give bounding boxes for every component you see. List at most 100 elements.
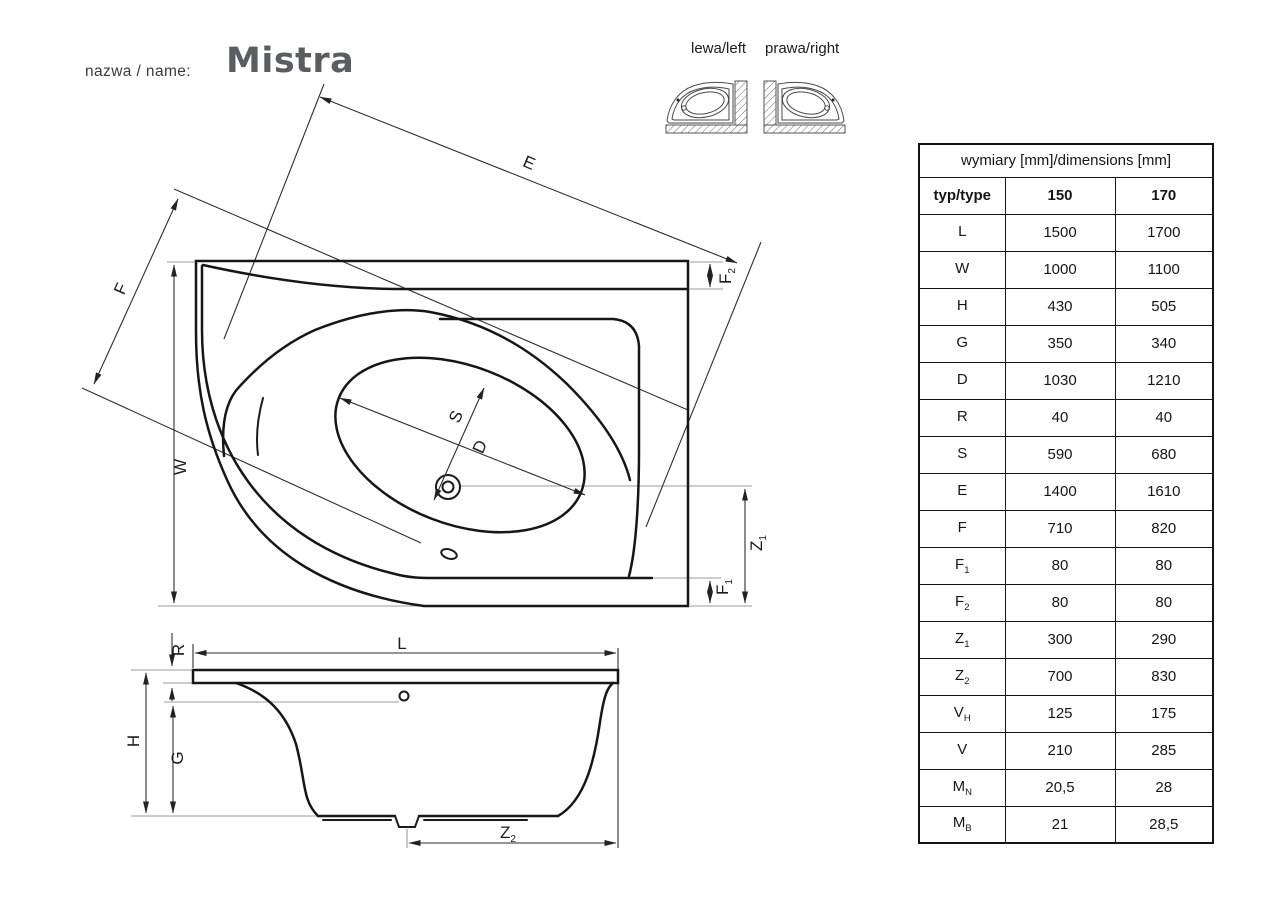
dim-G-label: G [168,751,187,764]
value-170-cell: 175 [1114,694,1214,733]
value-150-cell: 20,5 [1004,768,1116,807]
value-150-cell: 210 [1004,731,1116,770]
overflow-hole-side [398,690,410,702]
drain-recess [394,815,420,828]
value-170-cell: 28,5 [1114,805,1214,844]
wall-hatch [734,80,748,126]
param-cell: L [918,213,1006,252]
param-cell: MN [918,768,1006,807]
rim-profile [191,668,620,685]
param-cell: E [918,472,1006,511]
param-cell: V [918,731,1006,770]
tub-outline-top-view [194,259,690,608]
value-150-cell: 80 [1004,546,1116,585]
value-150-cell: 710 [1004,509,1116,548]
dim-F1-label: F1 [713,579,735,595]
extension-lines-gray [158,261,752,607]
value-170-cell: 40 [1114,398,1214,437]
param-cell: R [918,398,1006,437]
orientation-left-label: lewa/left [691,40,747,57]
value-170-cell: 340 [1114,324,1214,363]
value-150-cell: 590 [1004,435,1116,474]
floor-hatch [665,124,748,134]
param-cell: MB [918,805,1006,844]
value-150-cell: 1000 [1004,250,1116,289]
extension-lines-oblique [81,83,762,544]
table-title: wymiary [mm]/dimensions [mm] [918,143,1214,178]
icon-tub-rim [671,86,730,121]
product-name: Mistra [226,41,355,81]
value-170-cell: 285 [1114,731,1214,770]
value-170-cell: 820 [1114,509,1214,548]
param-cell: S [918,435,1006,474]
param-cell: G [918,324,1006,363]
value-170-cell: 28 [1114,768,1214,807]
overflow-hole [440,548,458,560]
floor-hatch [763,124,846,134]
column-header-type: typ/type [918,176,1006,215]
dim-F-line [93,198,179,385]
wall-hatch [763,80,777,126]
icon-drain [824,105,830,111]
value-150-cell: 40 [1004,398,1116,437]
extension-lines-gray [131,669,408,848]
value-170-cell: 80 [1114,583,1214,622]
value-150-cell: 1500 [1004,213,1116,252]
dim-F-label: F [110,280,132,297]
value-170-cell: 1700 [1114,213,1214,252]
param-cell: F2 [918,583,1006,622]
name-label: nazwa / name: [85,63,192,80]
value-170-cell: 1100 [1114,250,1214,289]
dim-D-label: D [469,437,491,456]
seat-contour [438,317,641,578]
dim-R-label: R [169,644,188,656]
param-cell: F1 [918,546,1006,585]
icon-tub-rim [781,86,840,121]
param-cell: VH [918,694,1006,733]
bowl-contour [221,308,632,482]
value-170-cell: 680 [1114,435,1214,474]
icon-jet-dot [676,98,680,102]
table-header-row: typ/type 150 170 [918,176,1214,215]
wall-profile-right [556,681,615,818]
dim-D-line [339,397,586,496]
dim-E-line [319,96,738,264]
dim-Z2-label: Z2 [500,823,516,845]
icon-drain [681,105,687,111]
tub-rim-inner-front [200,264,654,580]
value-150-cell: 125 [1004,694,1116,733]
column-header-170: 170 [1114,176,1214,215]
icon-tub-outline [777,81,845,124]
value-150-cell: 1030 [1004,361,1116,400]
extension-lines [192,644,619,848]
icon-basin-inner [685,91,725,115]
dim-S-label: S [445,408,467,426]
param-cell: H [918,287,1006,326]
dim-L-label: L [397,634,406,653]
param-cell: W [918,250,1006,289]
value-150-cell: 430 [1004,287,1116,326]
orientation-right-label: prawa/right [765,40,840,57]
dim-Z1-label: Z1 [747,535,769,551]
value-170-cell: 80 [1114,546,1214,585]
value-150-cell: 300 [1004,620,1116,659]
wall-profile-left [234,681,320,818]
